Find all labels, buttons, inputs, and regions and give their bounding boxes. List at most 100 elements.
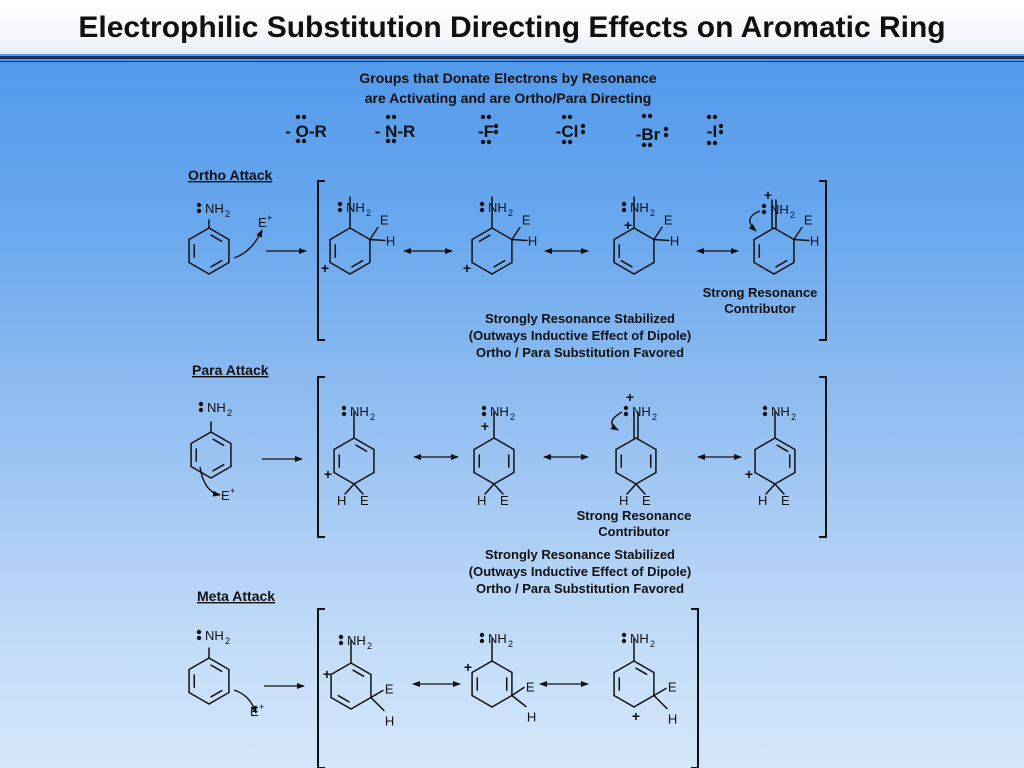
ring-bond: [615, 437, 637, 451]
electrophile-label: E: [664, 213, 673, 228]
positive-charge: +: [632, 708, 640, 724]
ring-double-bond: [210, 664, 223, 673]
ring: [188, 227, 230, 275]
lone-pair-dots: [295, 113, 724, 148]
ring-bond: [353, 471, 375, 485]
group-chloro: -Cl: [556, 122, 579, 141]
para-summary-2: (Outways Inductive Effect of Dipole): [469, 564, 691, 579]
lone-pair-dot: [385, 114, 391, 120]
c-e-bond: [635, 483, 646, 495]
lone-pair-dot: [391, 114, 397, 120]
group-amino: - N-R: [375, 122, 416, 141]
lone-pair-dot: [762, 405, 768, 411]
ring-double-bond: [478, 234, 491, 243]
ring-bond: [633, 660, 655, 674]
lone-pair-dot: [580, 123, 586, 129]
amine-label: NH: [207, 400, 226, 415]
amine-subscript: 2: [790, 210, 795, 220]
c-e-bond: [370, 689, 384, 699]
amine-subscript: 2: [652, 412, 657, 422]
ortho-contributor-note-2: Contributor: [724, 301, 795, 316]
lone-pair-dot: [337, 207, 343, 213]
intro-line-2: are Activating and are Ortho/Para Direct…: [365, 90, 652, 106]
ring-bond: [330, 662, 352, 676]
amine-subscript: 2: [370, 412, 375, 422]
lone-pair-dot: [341, 405, 347, 411]
lone-pair-dot: [663, 132, 669, 138]
lone-pair-dot: [567, 114, 573, 120]
hydrogen-label: H: [619, 493, 628, 508]
ring-bond: [473, 437, 495, 451]
amine-subscript: 2: [227, 408, 232, 418]
lone-pair-dot: [486, 139, 492, 145]
bracket: [317, 376, 325, 538]
ring: [753, 227, 795, 275]
amine-subscript: 2: [508, 639, 513, 649]
lone-pair-dot: [486, 114, 492, 120]
lone-pair-dot: [391, 138, 397, 144]
lone-pair-dot: [479, 207, 485, 213]
amine-subscript: 2: [225, 636, 230, 646]
ring: [615, 437, 657, 485]
lone-pair-dot: [198, 401, 204, 407]
lone-pair-dot: [338, 634, 344, 640]
c-h-bond: [653, 238, 670, 242]
c-e-bond: [493, 483, 504, 495]
bracket: [819, 180, 827, 341]
electrophile-label: E: [642, 493, 651, 508]
lone-pair-dot: [621, 632, 627, 638]
ring-bond: [471, 261, 493, 275]
ring-bond: [349, 261, 371, 275]
ring-bond: [208, 657, 230, 671]
positive-charge: +: [324, 466, 332, 482]
ring: [473, 437, 515, 485]
lone-pair-dot: [301, 138, 307, 144]
electrophile-label: E: [380, 213, 389, 228]
group-fluoro: -F: [478, 122, 494, 141]
c-e-bond: [511, 226, 521, 241]
ring-bond: [330, 696, 352, 710]
hydrogen-label: H: [670, 234, 679, 249]
ring-double-bond: [620, 259, 633, 268]
lone-pair-dot: [641, 113, 647, 119]
ring-bond: [349, 227, 371, 241]
lone-pair-dot: [479, 632, 485, 638]
electron-push-arrow: [233, 689, 257, 714]
c-h-bond: [765, 483, 776, 495]
hydrogen-label: H: [528, 234, 537, 249]
lone-pair-dot: [621, 638, 627, 644]
ring-bond: [615, 471, 637, 485]
hydrogen-label: H: [668, 712, 677, 727]
lone-pair-dot: [196, 202, 202, 208]
c-e-bond: [793, 226, 803, 241]
intro-line-1: Groups that Donate Electrons by Resonanc…: [359, 70, 656, 86]
lone-pair-dot: [338, 640, 344, 646]
lone-pair-dot: [762, 411, 768, 417]
lone-pair-dot: [481, 411, 487, 417]
positive-charge: +: [464, 659, 472, 675]
lone-pair-dot: [479, 201, 485, 207]
lone-pair-dot: [481, 405, 487, 411]
lone-pair-dot: [641, 142, 647, 148]
positive-charge: +: [624, 217, 632, 233]
ring-double-bond: [210, 259, 223, 268]
amine-subscript: 2: [650, 208, 655, 218]
hydrogen-label: H: [477, 493, 486, 508]
ring-bond: [491, 227, 513, 241]
electrophile: E+: [250, 702, 264, 719]
hydrogen-label: H: [758, 493, 767, 508]
c-e-bond: [653, 226, 663, 241]
positive-charge: +: [764, 187, 772, 203]
ring-bond: [753, 227, 775, 241]
ring: [329, 227, 371, 275]
hydrogen-label: H: [385, 714, 394, 729]
